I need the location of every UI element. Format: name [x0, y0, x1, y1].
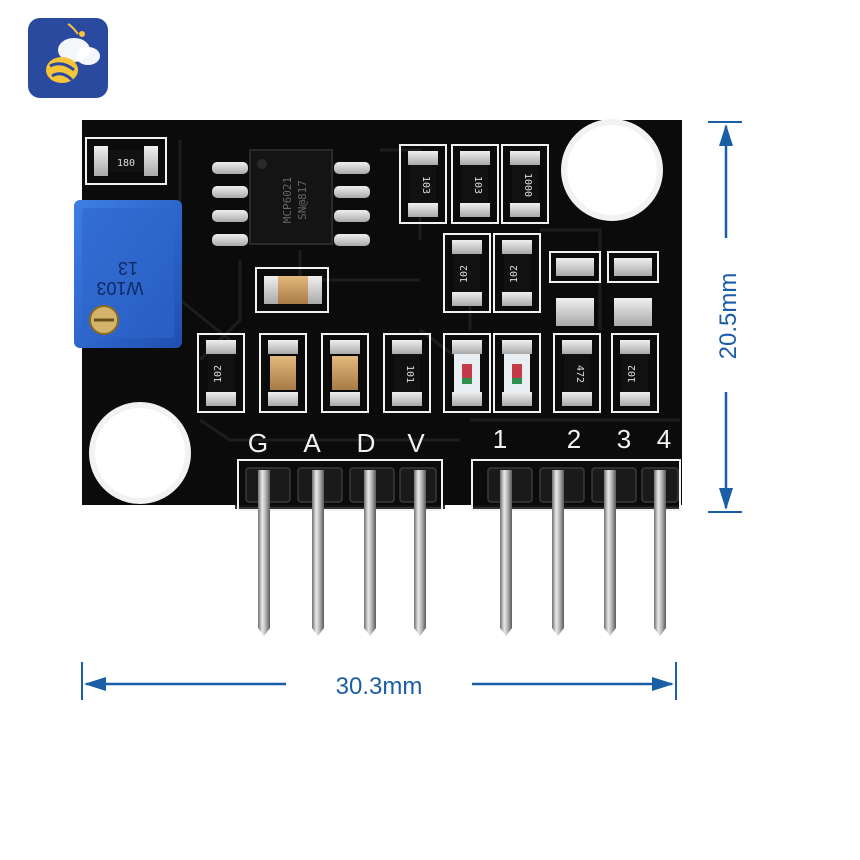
lower-component-row: 102 101 [197, 333, 659, 413]
bee-logo-icon [28, 18, 108, 98]
svg-text:W103: W103 [96, 278, 143, 298]
width-dimension: 30.3mm [81, 662, 677, 700]
svg-text:102: 102 [459, 265, 470, 283]
svg-text:102: 102 [627, 365, 638, 383]
pin-label-d: D [357, 428, 376, 458]
pin-label-3: 3 [617, 424, 631, 454]
svg-text:101: 101 [404, 365, 415, 383]
pin-label-v: V [407, 428, 425, 458]
height-label: 20.5mm [715, 273, 742, 360]
ic-chip: MCP6021 SN@817 [212, 149, 370, 246]
resistor-top-left: 180 [85, 137, 167, 185]
pin-leg [654, 478, 666, 636]
pin-leg [500, 478, 512, 636]
trimmer-potentiometer: 13 W103 [74, 200, 182, 348]
svg-text:102: 102 [213, 365, 224, 383]
svg-text:1000: 1000 [522, 173, 533, 197]
svg-text:180: 180 [117, 158, 135, 169]
right-pad-group [549, 251, 659, 326]
resistor-row-middle: 102 102 [443, 233, 541, 313]
svg-text:102: 102 [509, 265, 520, 283]
pin-label-g: G [248, 428, 268, 458]
pin-labels: G A D V 1 2 3 4 [248, 424, 671, 458]
svg-text:103: 103 [472, 176, 483, 194]
pin-label-2: 2 [567, 424, 581, 454]
svg-text:472: 472 [574, 365, 585, 383]
capacitor-under-ic [255, 267, 329, 313]
header-pin-legs [258, 470, 666, 636]
svg-text:SN@817: SN@817 [296, 180, 309, 220]
header-outline [237, 459, 681, 511]
pin-label-1: 1 [493, 424, 507, 454]
pin-leg [604, 478, 616, 636]
pin-label-4: 4 [657, 424, 671, 454]
pin-leg [552, 478, 564, 636]
svg-text:MCP6021: MCP6021 [281, 177, 294, 223]
pin-leg [258, 478, 270, 636]
pin-leg [364, 478, 376, 636]
width-label: 30.3mm [336, 673, 423, 700]
resistor-row-top: 103 103 1000 [399, 144, 549, 224]
svg-text:103: 103 [420, 176, 431, 194]
pin-leg [312, 478, 324, 636]
height-dimension: 20.5mm [708, 121, 742, 513]
pin-label-a: A [303, 428, 321, 458]
pin-leg [414, 478, 426, 636]
svg-text:13: 13 [118, 258, 138, 278]
